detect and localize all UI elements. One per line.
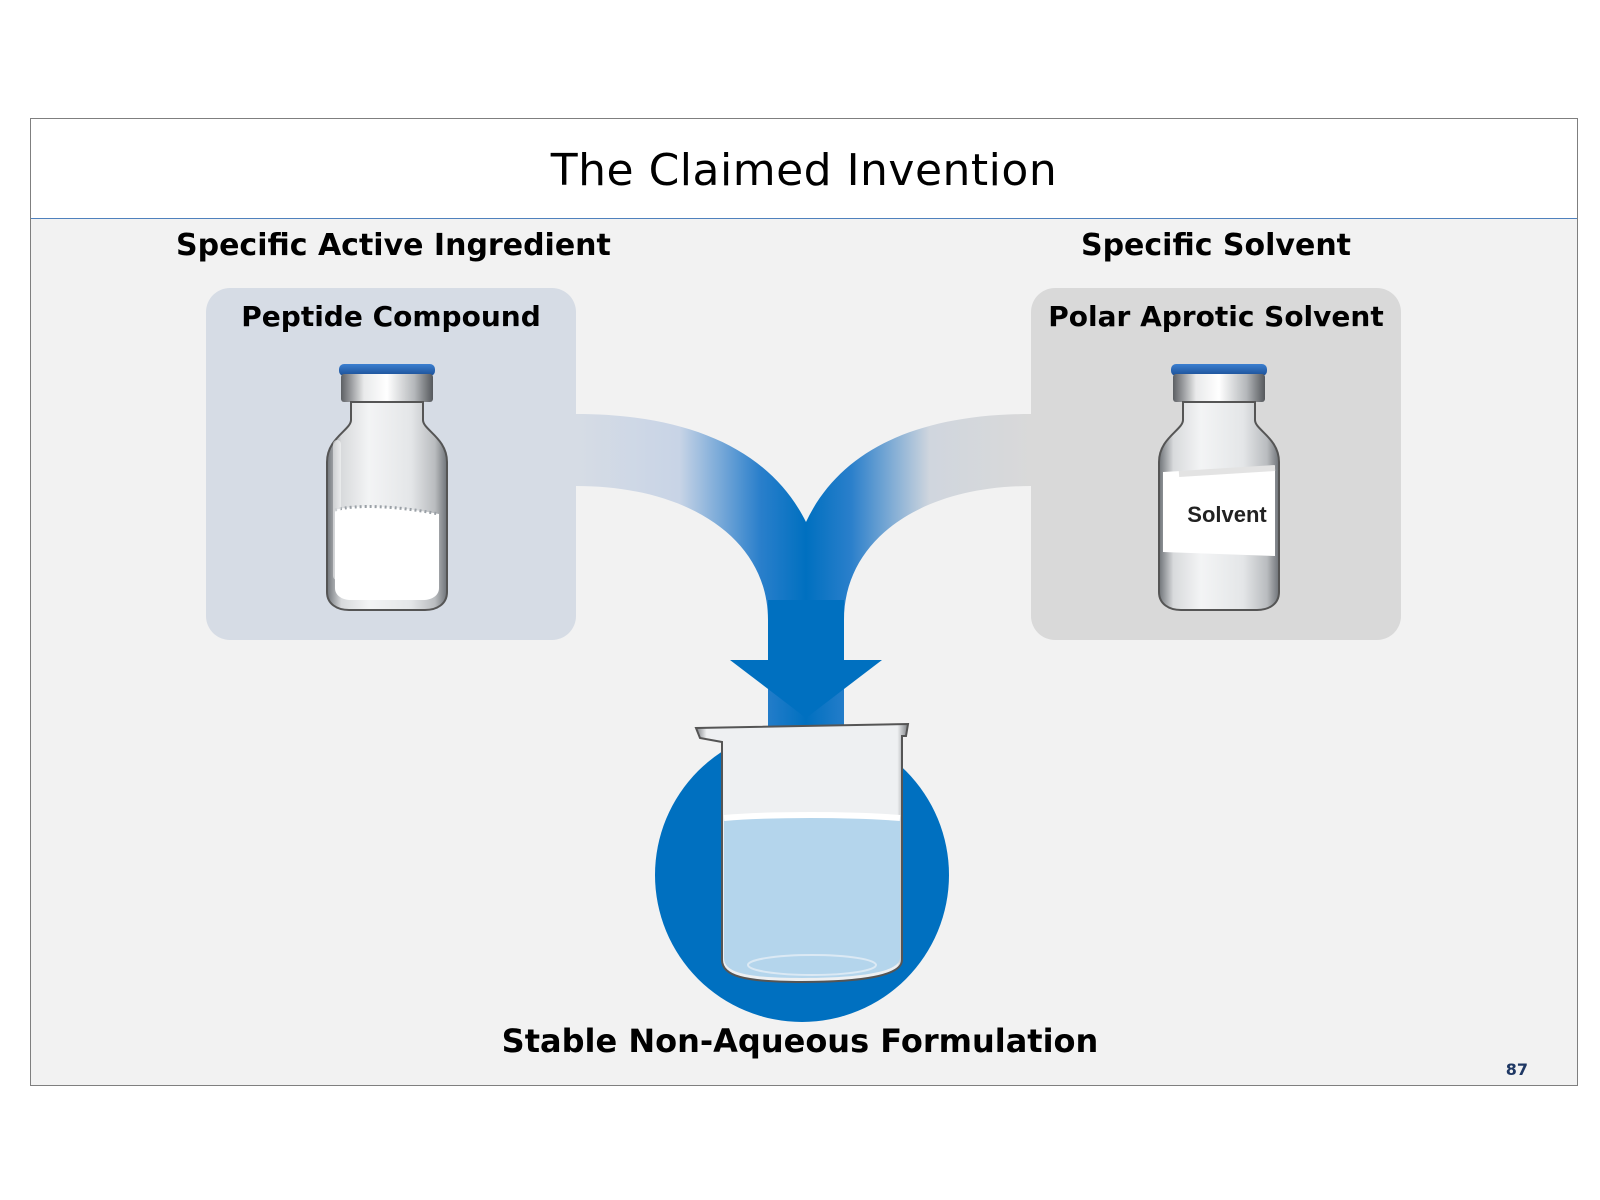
right-panel-label: Polar Aprotic Solvent [1048, 300, 1384, 333]
result-label: Stable Non-Aqueous Formulation [501, 1022, 1099, 1060]
powder [335, 506, 439, 600]
left-heading: Specific Active Ingredient [176, 228, 611, 263]
solvent-vial-label: Solvent [1187, 502, 1267, 527]
beaker [694, 722, 910, 984]
left-merge-arrow [576, 414, 806, 735]
peptide-vial [326, 364, 448, 611]
solvent-vial: Solvent [1158, 364, 1280, 611]
slide-title: The Claimed Invention [550, 145, 1058, 196]
right-heading: Specific Solvent [1080, 228, 1352, 263]
title-bar: The Claimed Invention [31, 119, 1577, 219]
right-merge-arrow [806, 414, 1031, 735]
beaker-liquid [724, 815, 900, 978]
left-panel-label: Peptide Compound [241, 300, 541, 333]
page-number: 87 [1505, 1060, 1528, 1079]
down-arrow-head [730, 660, 882, 718]
